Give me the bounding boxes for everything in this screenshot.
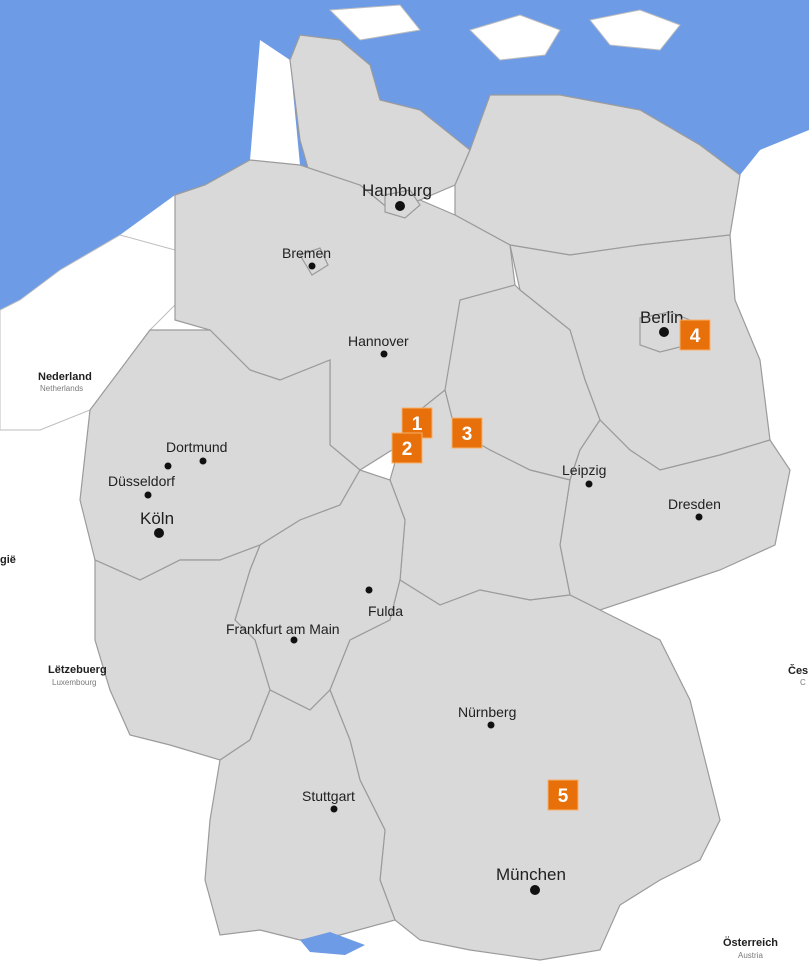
germany — [79, 34, 791, 961]
state-bremen — [299, 247, 329, 276]
netherlands-land — [0, 234, 181, 431]
city-dot-muenchen — [530, 885, 540, 895]
city-dot-fulda — [365, 586, 373, 594]
city-dot-hamburg — [395, 201, 405, 211]
country-sublabel-czech: C — [800, 678, 806, 687]
city-dot-nuernberg — [487, 721, 495, 729]
map-marker-5-label: 5 — [558, 786, 569, 807]
city-dot-stuttgart — [330, 805, 338, 813]
map-marker-4[interactable]: 4 — [679, 319, 711, 351]
city-dot-duesseldorf — [144, 491, 152, 499]
city-label-berlin: Berlin — [640, 308, 683, 327]
map-marker-4-label: 4 — [690, 326, 701, 347]
island — [469, 14, 561, 61]
map-marker-3[interactable]: 3 — [451, 417, 483, 449]
country-sublabel-austria: Austria — [738, 951, 763, 960]
country-label-belgie: gië — [0, 554, 16, 566]
city-dot-bremen — [308, 262, 316, 270]
city-label-hannover: Hannover — [348, 333, 409, 349]
city-label-dresden: Dresden — [668, 496, 721, 512]
city-label-dortmund: Dortmund — [166, 439, 227, 455]
city-label-fulda: Fulda — [368, 603, 403, 619]
country-label-luxembourg: Lëtzebuerg — [48, 664, 107, 676]
city-dot-dortmund-b — [199, 457, 207, 465]
map-marker-5[interactable]: 5 — [547, 779, 579, 811]
city-label-bremen: Bremen — [282, 245, 331, 261]
city-dot-frankfurt — [290, 636, 298, 644]
lake-constance — [300, 932, 365, 955]
map-marker-2[interactable]: 2 — [391, 432, 423, 464]
country-label-czech: Čes — [788, 664, 808, 677]
state-rheinland-pfalz — [94, 543, 271, 761]
city-label-nuernberg: Nürnberg — [458, 704, 516, 720]
map-marker-3-label: 3 — [462, 424, 473, 445]
city-label-duesseldorf: Düsseldorf — [108, 473, 175, 489]
city-label-leipzig: Leipzig — [562, 462, 606, 478]
city-dot-dortmund-a — [164, 462, 172, 470]
city-label-koeln: Köln — [140, 509, 174, 528]
country-sublabel-netherlands: Netherlands — [40, 384, 83, 393]
city-label-hamburg: Hamburg — [362, 181, 432, 200]
city-dot-hannover — [380, 350, 388, 358]
country-label-oesterreich: Österreich — [723, 936, 778, 949]
city-dot-leipzig — [585, 480, 593, 488]
city-label-stuttgart: Stuttgart — [302, 788, 355, 804]
island — [589, 9, 681, 51]
city-label-muenchen: München — [496, 865, 566, 884]
country-label-nederland: Nederland — [38, 371, 92, 383]
city-dot-koeln — [154, 528, 164, 538]
island — [328, 4, 421, 41]
city-dot-dresden — [695, 513, 703, 521]
state-baden-wuerttemberg — [204, 688, 396, 941]
map-marker-1-label: 1 — [412, 414, 423, 435]
map-marker-2-label: 2 — [402, 439, 413, 460]
city-label-frankfurt: Frankfurt am Main — [226, 621, 340, 637]
city-dot-berlin — [659, 327, 669, 337]
country-sublabel-luxembourg: Luxembourg — [52, 678, 96, 687]
